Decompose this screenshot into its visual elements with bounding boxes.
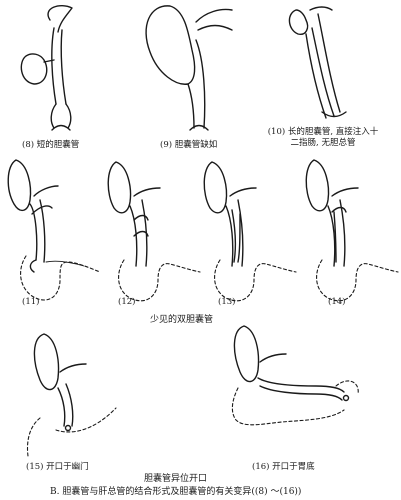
caption-panel-15: (15) 开口于幽门 [26, 462, 89, 472]
panel-15-opening-at-pylorus [26, 333, 117, 457]
panel-16-opening-at-fundus [231, 325, 359, 426]
panel-13-double-cystic-duct [203, 161, 297, 302]
panel-12-double-cystic-duct [107, 161, 201, 302]
caption-panel-12: (12) [118, 297, 136, 307]
panel-14-double-cystic-duct [305, 159, 399, 302]
group-label-double-duct: 少见的双胆囊管 [150, 315, 214, 325]
panel-8-short-cystic-duct [20, 4, 73, 131]
caption-panel-14: (14) [328, 297, 346, 307]
panel-11-double-cystic-duct [7, 159, 101, 301]
caption-panel-11: (11) [22, 297, 40, 307]
caption-panel-8: (8) 短的胆囊管 [22, 140, 80, 150]
figure-title: B. 胆囊管与肝总管的结合形式及胆囊管的有关变异((8) ～(16)) [50, 487, 302, 497]
caption-panel-13: (13) [218, 297, 236, 307]
caption-panel-10: (10) 长的胆囊管, 直接注入十二指肠, 无胆总管 [267, 127, 379, 148]
panel-9-absent-cystic-duct [145, 5, 233, 131]
caption-panel-16: (16) 开口于胃底 [252, 462, 315, 472]
group-label-ectopic-opening: 胆囊管异位开口 [144, 474, 208, 484]
caption-panel-9: (9) 胆囊管缺如 [160, 140, 218, 150]
panel-10-long-cystic-duct [288, 6, 347, 119]
